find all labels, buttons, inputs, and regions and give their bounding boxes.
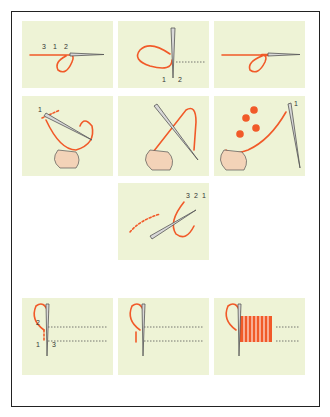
callout-number: 1 [53, 43, 57, 51]
callout-number: 2 [178, 76, 182, 84]
callout-number: 1 [162, 76, 166, 84]
callout-number: 1 [202, 192, 206, 200]
callout-number: 2 [194, 192, 198, 200]
callout-number: 3 [42, 43, 46, 51]
callout-number: 2 [36, 319, 40, 327]
callout-number: 1 [294, 100, 298, 108]
callout-number: 2 [64, 43, 68, 51]
callout-number: 3 [52, 341, 56, 349]
callout-number: 1 [38, 106, 42, 114]
callout-number: 3 [186, 192, 190, 200]
callout-number: 1 [36, 341, 40, 349]
